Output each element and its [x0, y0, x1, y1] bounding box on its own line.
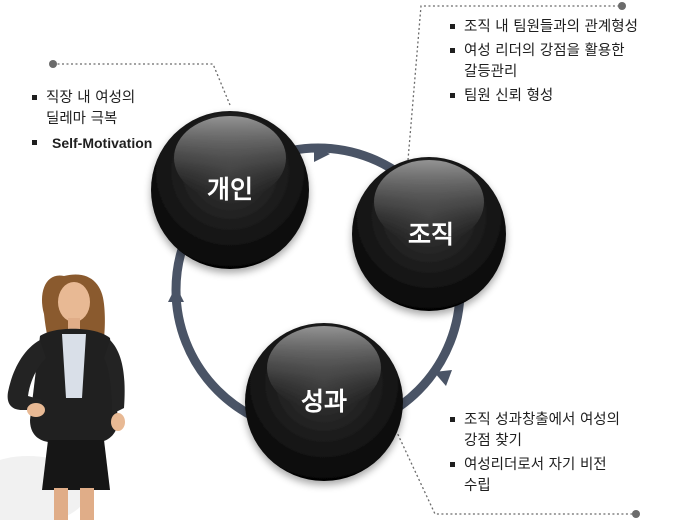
performance-note-2: 여성리더로서 자기 비전 수립	[448, 455, 668, 497]
performance-note-1: 조직 성과창출에서 여성의 강점 찾기	[448, 410, 668, 452]
node-organization-label: 조직	[408, 220, 454, 249]
businesswoman-illustration	[0, 274, 125, 520]
organization-note-3: 팀원 신뢰 형성	[448, 86, 673, 107]
individual-connector-dot	[49, 60, 57, 68]
performance-notes: 조직 성과창출에서 여성의 강점 찾기 여성리더로서 자기 비전 수립	[448, 410, 668, 500]
performance-connector-dot	[632, 510, 640, 518]
organization-note-2: 여성 리더의 강점을 활용한 갈등관리	[448, 41, 673, 83]
individual-note-2: Self-Motivation	[30, 133, 190, 154]
cycle-arrow-right	[434, 370, 452, 386]
organization-connector-dot	[618, 2, 626, 10]
organization-notes: 조직 내 팀원들과의 관계형성 여성 리더의 강점을 활용한 갈등관리 팀원 신…	[448, 17, 673, 110]
individual-notes: 직장 내 여성의 딜레마 극복 Self-Motivation	[30, 88, 190, 157]
node-performance-label: 성과	[301, 387, 347, 416]
organization-note-1: 조직 내 팀원들과의 관계형성	[448, 17, 673, 38]
individual-note-1: 직장 내 여성의 딜레마 극복	[30, 88, 190, 130]
node-individual-label: 개인	[207, 175, 253, 204]
cycle-arrow-left	[168, 286, 184, 302]
